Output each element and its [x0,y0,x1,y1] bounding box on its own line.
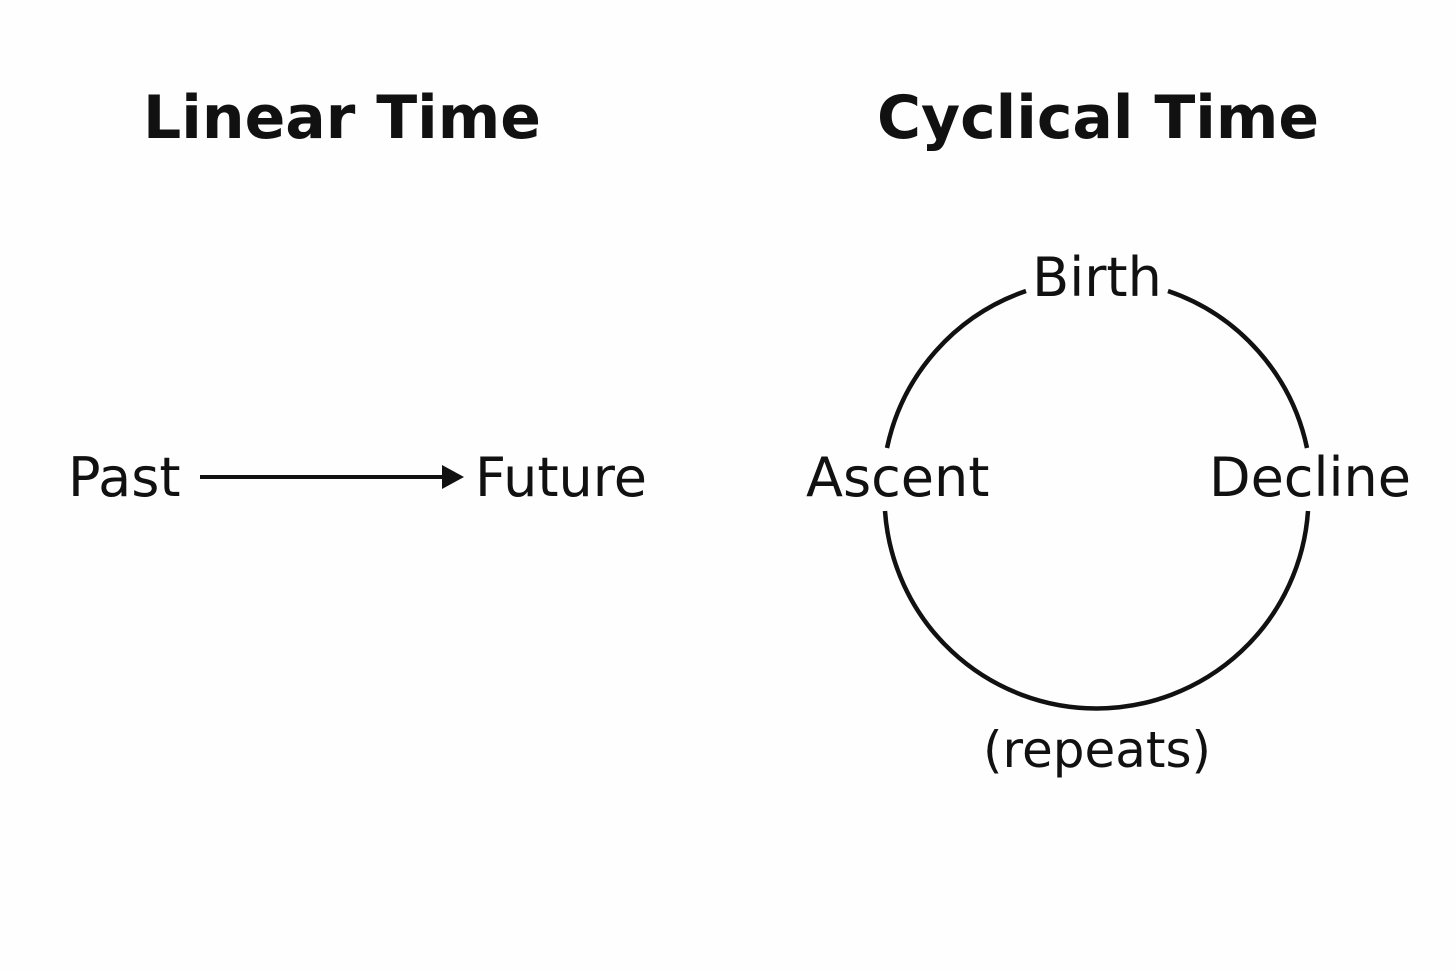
cycle-arc-top-left [884,288,1027,449]
cycle-arc-top-right [1167,288,1310,449]
birth-label: Birth [1032,246,1162,309]
past-label: Past [68,446,181,509]
arrow-head-icon [442,465,464,489]
decline-label: Decline [1209,446,1411,509]
linear-time-title: Linear Time [143,83,541,153]
cycle-circle [882,288,1311,711]
future-label: Future [475,446,647,509]
cycle-arc-bottom-right [882,510,1311,711]
linear-arrow [200,465,464,489]
repeats-label: (repeats) [982,721,1212,779]
cyclical-time-title: Cyclical Time [876,83,1320,153]
ascent-label: Ascent [806,446,990,509]
